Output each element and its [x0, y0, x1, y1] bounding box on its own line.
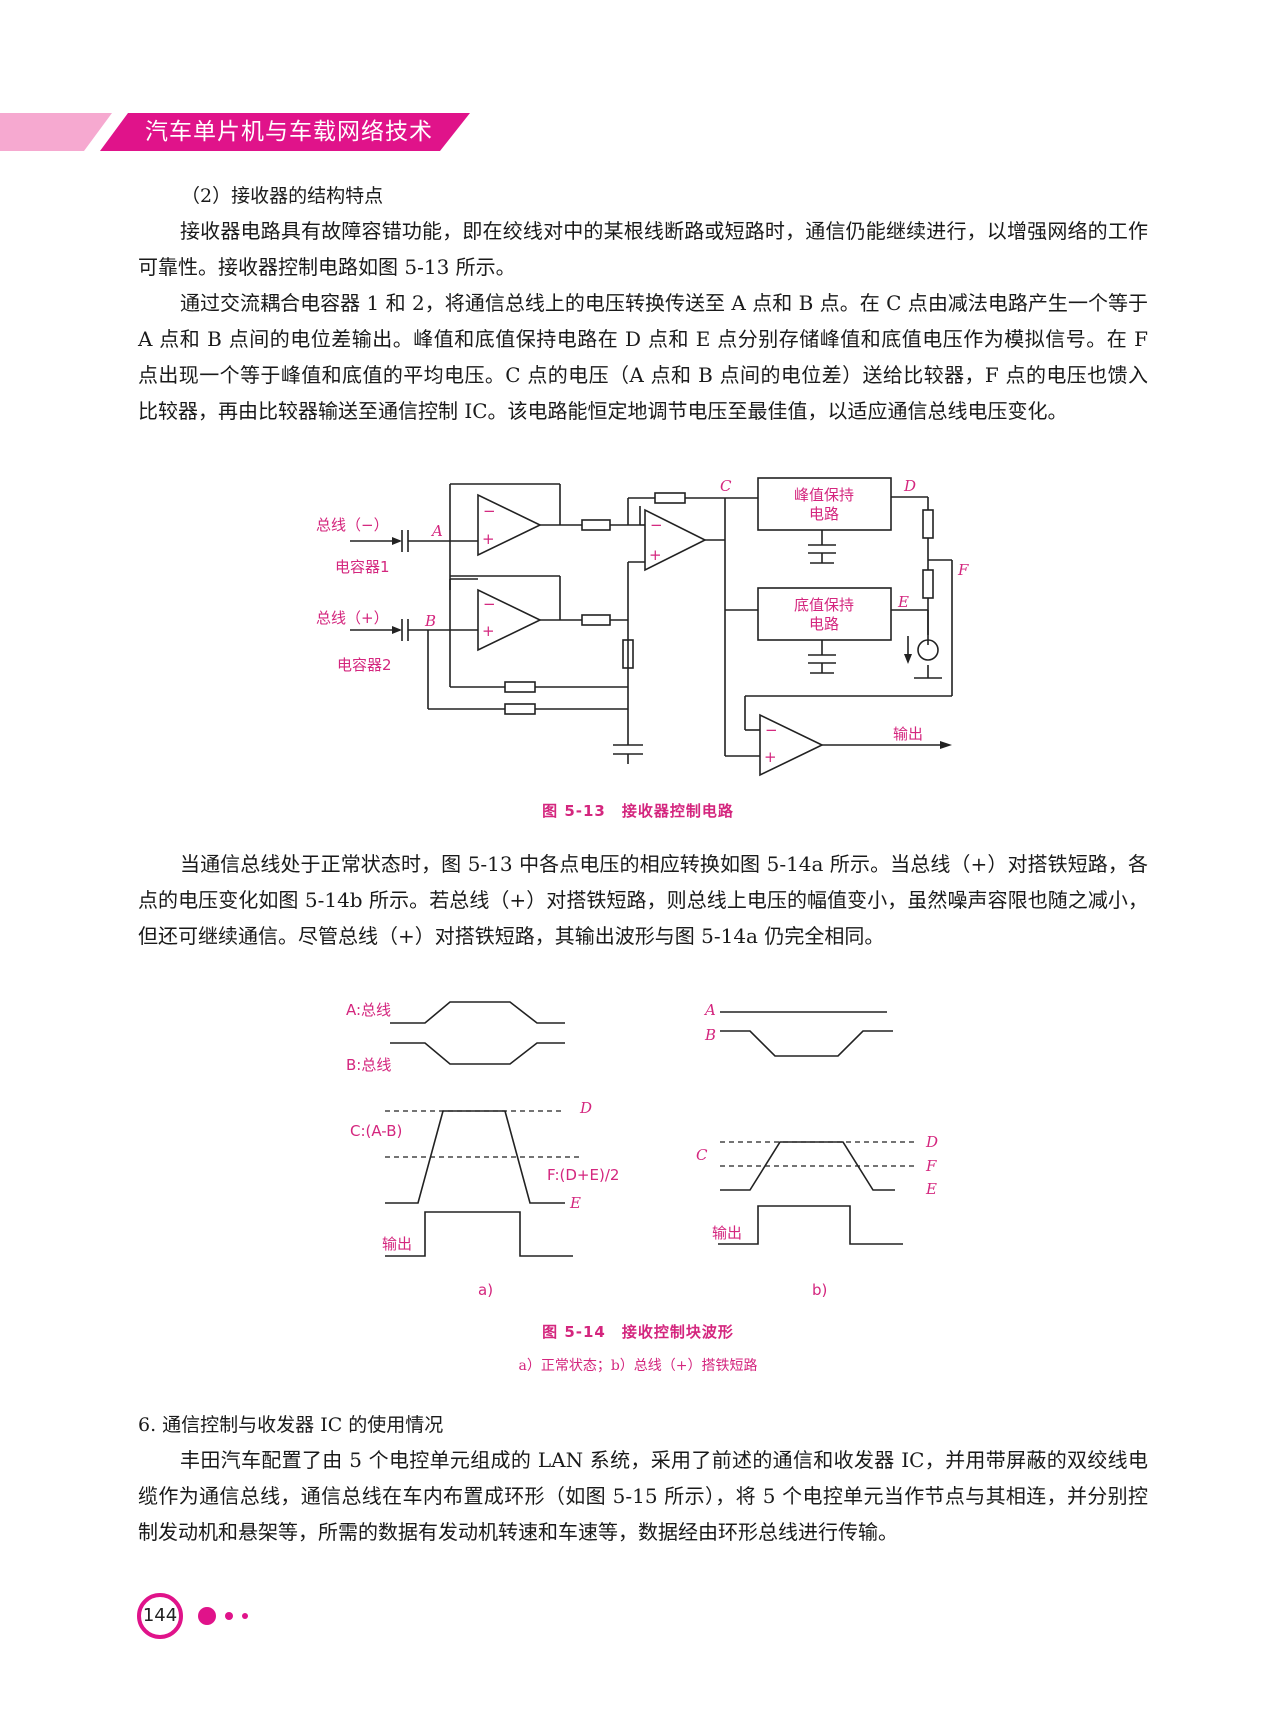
- figure-5-14-waveforms: A:总线 B:总线 C:(A-B) D F:(D+E)/2 E 输出 a) A …: [346, 1001, 938, 1299]
- opamp1-plus: +: [482, 530, 495, 548]
- fig14a-bus-a-label: A:总线: [346, 1001, 391, 1019]
- footer-dot-small: [242, 1613, 248, 1619]
- fig14b-a-label: A: [703, 1001, 716, 1019]
- book-title: 汽车单片机与车载网络技术: [145, 119, 433, 145]
- fig14b-c-label: C: [696, 1146, 708, 1164]
- subheading-receiver: （2）接收器的结构特点: [181, 185, 384, 207]
- subheading-ic-usage: 6. 通信控制与收发器 IC 的使用情况: [138, 1414, 444, 1436]
- fig14b-output-label: 输出: [712, 1224, 742, 1242]
- header-banner: [0, 113, 470, 151]
- footer-dot-medium: [225, 1612, 233, 1620]
- fig14b-e-label: E: [925, 1180, 937, 1198]
- comparator-plus: +: [764, 748, 777, 766]
- label-bus-minus: 总线（−）: [316, 516, 389, 534]
- opamp2-plus: +: [482, 622, 495, 640]
- figure-5-14-subcaption: a）正常状态；b）总线（+）搭铁短路: [518, 1358, 758, 1374]
- fig14a-c-label: C:(A-B): [350, 1122, 402, 1140]
- fig14a-output-label: 输出: [382, 1235, 412, 1253]
- label-point-b: B: [424, 612, 436, 630]
- page-number: 144: [137, 1593, 183, 1639]
- opamp3-minus: −: [650, 516, 663, 534]
- label-output: 输出: [893, 725, 923, 743]
- peak-hold-label-1: 峰值保持: [794, 486, 854, 504]
- label-point-c: C: [720, 477, 732, 495]
- peak-hold-label-2: 电路: [809, 505, 839, 523]
- figure-5-13-caption: 图 5-13 接收器控制电路: [542, 802, 734, 820]
- fig14b-d-label: D: [925, 1133, 938, 1151]
- fig14a-e-label: E: [569, 1194, 581, 1212]
- label-bus-plus: 总线（+）: [316, 609, 389, 627]
- label-capacitor-1: 电容器1: [335, 558, 390, 576]
- paragraph-3: 当通信总线处于正常状态时，图 5-13 中各点电压的相应转换如图 5-14a 所…: [138, 852, 1148, 948]
- label-point-d: D: [903, 477, 916, 495]
- label-point-f: F: [957, 561, 969, 579]
- paragraph-1: 接收器电路具有故障容错功能，即在绞线对中的某根线断路或短路时，通信仍能继续进行，…: [138, 219, 1148, 279]
- comparator-minus: −: [765, 721, 778, 739]
- label-point-e: E: [897, 593, 909, 611]
- fig14a-f-label: F:(D+E)/2: [547, 1166, 619, 1184]
- fig14b-b-label: B: [704, 1026, 716, 1044]
- fig14a-sublabel: a): [478, 1281, 493, 1299]
- paragraph-4: 丰田汽车配置了由 5 个电控单元组成的 LAN 系统，采用了前述的通信和收发器 …: [138, 1448, 1148, 1544]
- fig14a-bus-b-label: B:总线: [346, 1056, 391, 1074]
- fig14a-d-label: D: [579, 1099, 592, 1117]
- valley-hold-label-2: 电路: [809, 615, 839, 633]
- fig14b-sublabel: b): [812, 1281, 827, 1299]
- label-capacitor-2: 电容器2: [337, 656, 392, 674]
- footer-dot-large: [198, 1607, 216, 1625]
- fig14b-f-label: F: [925, 1157, 937, 1175]
- opamp3-plus: +: [649, 546, 662, 564]
- opamp2-minus: −: [483, 595, 496, 613]
- valley-hold-label-1: 底值保持: [794, 596, 854, 614]
- paragraph-2: 通过交流耦合电容器 1 和 2，将通信总线上的电压转换传送至 A 点和 B 点。…: [138, 291, 1148, 423]
- figure-5-13-circuit: − + − + − + − + 总线（−） 电容器1 总线（+） 电容器2 A …: [316, 477, 969, 777]
- opamp1-minus: −: [483, 502, 496, 520]
- figure-5-14-caption: 图 5-14 接收控制块波形: [542, 1323, 734, 1341]
- label-point-a: A: [430, 522, 443, 540]
